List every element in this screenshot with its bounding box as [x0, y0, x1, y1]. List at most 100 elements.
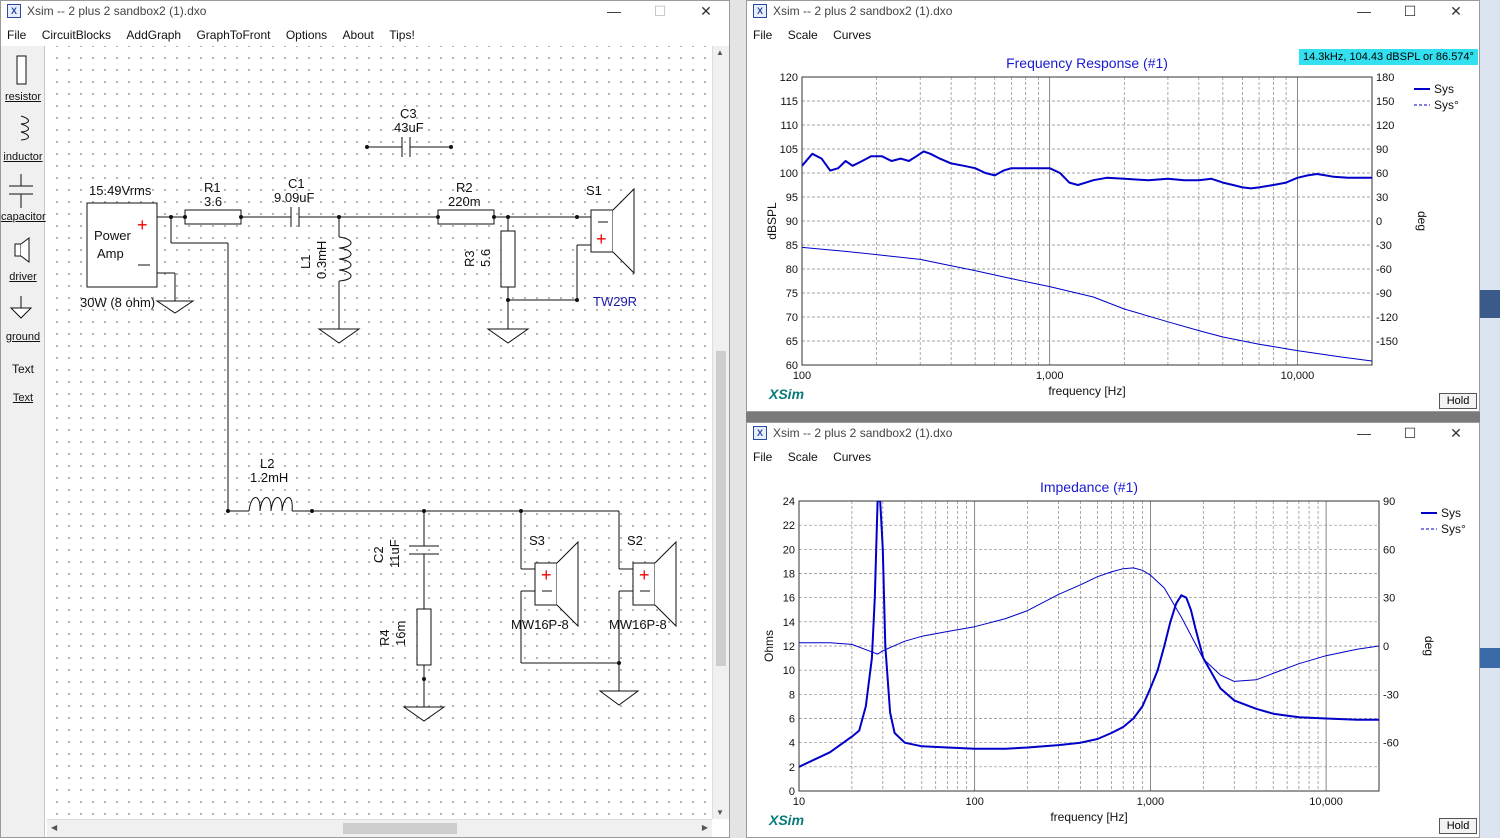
schematic-horizontal-scrollbar[interactable]: ◀ ▶ [47, 819, 712, 837]
minimize-button[interactable]: — [607, 3, 621, 19]
s3-model: MW16P-8 [511, 617, 569, 632]
amp-plus-terminal: + [137, 215, 148, 235]
tool-inductor[interactable]: inductor [1, 114, 45, 163]
tool-inductor-label: inductor [3, 151, 43, 163]
x-tick-label: 10 [793, 796, 805, 808]
close-button[interactable]: ✕ [1450, 3, 1462, 19]
c1-value: 9.09uF [274, 190, 315, 205]
maximize-button[interactable]: ☐ [653, 3, 667, 19]
y-tick-label: 20 [783, 544, 795, 556]
tool-capacitor[interactable]: capacitor [1, 174, 46, 223]
y2-tick-label: 150 [1376, 96, 1394, 108]
menu-graphtofront[interactable]: GraphToFront [196, 28, 271, 42]
s2-name: S2 [627, 533, 643, 548]
y-tick-label: 12 [783, 641, 795, 653]
amp-label-2: Amp [97, 246, 124, 261]
menu-circuitblocks[interactable]: CircuitBlocks [41, 28, 112, 42]
schematic-window-title: Xsim -- 2 plus 2 sandbox2 (1).dxo [27, 4, 207, 18]
r3-name: R3 [462, 250, 477, 267]
c3-value: 43uF [394, 120, 424, 135]
ground-symbol [402, 706, 446, 722]
resistor-r4[interactable] [416, 608, 432, 666]
y-tick-label: 95 [786, 192, 798, 204]
menu-file[interactable]: File [7, 28, 27, 42]
menu-file[interactable]: File [753, 28, 773, 42]
r3-value: 5.6 [478, 249, 493, 267]
menu-addgraph[interactable]: AddGraph [126, 28, 182, 42]
scroll-right-icon[interactable]: ▶ [701, 823, 708, 832]
s1-model: TW29R [593, 294, 637, 309]
resistor-r3[interactable] [500, 230, 516, 288]
l1-name: L1 [298, 255, 313, 269]
horizontal-scroll-thumb[interactable] [343, 823, 457, 834]
l2-name: L2 [260, 456, 274, 471]
power-amp-block[interactable] [86, 202, 158, 288]
tool-resistor[interactable]: resistor [1, 54, 45, 103]
menu-file[interactable]: File [753, 450, 773, 464]
l2-value: 1.2mH [250, 470, 288, 485]
x-axis-label: frequency [Hz] [1050, 810, 1127, 824]
y-tick-label: 6 [789, 714, 795, 726]
y-tick-label: 0 [789, 786, 795, 798]
tool-ground[interactable]: ground [1, 294, 45, 343]
y-tick-label: 4 [789, 738, 795, 750]
scroll-left-icon[interactable]: ◀ [51, 823, 58, 832]
x-tick-label: 1,000 [1137, 796, 1165, 808]
series-line-sys [799, 501, 1379, 768]
y-tick-label: 22 [783, 520, 795, 532]
minimize-button[interactable]: — [1357, 3, 1371, 19]
imp-window-title: Xsim -- 2 plus 2 sandbox2 (1).dxo [773, 426, 953, 440]
y2-tick-label: 120 [1376, 120, 1394, 132]
ground-symbol [317, 328, 361, 344]
frequency-response-window: X Xsim -- 2 plus 2 sandbox2 (1).dxo — ☐ … [746, 0, 1480, 412]
y-tick-label: 120 [780, 72, 798, 84]
series-line-sys-phase [799, 567, 1379, 682]
close-button[interactable]: ✕ [1450, 425, 1462, 441]
freq-window-title: Xsim -- 2 plus 2 sandbox2 (1).dxo [773, 4, 953, 18]
hold-button[interactable]: Hold [1439, 393, 1477, 409]
y-axis-label: Ohms [762, 630, 776, 662]
tool-capacitor-label: capacitor [1, 211, 46, 223]
y2-tick-label: -30 [1376, 240, 1392, 252]
maximize-button[interactable]: ☐ [1403, 425, 1417, 441]
vertical-scroll-thumb[interactable] [716, 351, 726, 666]
series-line-sys [802, 150, 1372, 190]
schematic-canvas[interactable]: Power Amp + 15.49Vrms 30W (8 ohm) R1 3.6 [47, 46, 711, 819]
menu-curves[interactable]: Curves [833, 450, 872, 464]
menu-scale[interactable]: Scale [787, 450, 818, 464]
y-tick-label: 75 [786, 288, 798, 300]
frequency-response-chart[interactable]: 6065707580859095100105110115120-150-120-… [747, 46, 1480, 412]
amp-label-1: Power [94, 228, 132, 243]
resistor-r2[interactable] [437, 209, 495, 225]
y2-axis-label: deg [1422, 636, 1436, 656]
menu-about[interactable]: About [342, 28, 374, 42]
scroll-down-icon[interactable]: ▼ [716, 808, 724, 817]
r1-name: R1 [204, 180, 221, 195]
s3-name: S3 [529, 533, 545, 548]
minimize-button[interactable]: — [1357, 425, 1371, 441]
tool-text-sample[interactable]: Text [11, 362, 34, 376]
y-tick-label: 70 [786, 312, 798, 324]
x-tick-label: 10,000 [1309, 796, 1343, 808]
y2-tick-label: -60 [1376, 264, 1392, 276]
close-button[interactable]: ✕ [700, 3, 712, 19]
menu-tips[interactable]: Tips! [389, 28, 415, 42]
y-tick-label: 18 [783, 569, 795, 581]
menu-curves[interactable]: Curves [833, 28, 872, 42]
imp-menubar: File Scale Curves [747, 446, 1479, 468]
resistor-r1[interactable] [184, 209, 242, 225]
tool-text[interactable]: Text [1, 392, 45, 404]
scroll-up-icon[interactable]: ▲ [716, 48, 724, 57]
hold-button[interactable]: Hold [1439, 818, 1477, 834]
tool-driver[interactable]: driver [1, 234, 45, 283]
y-tick-label: 90 [786, 216, 798, 228]
menu-options[interactable]: Options [285, 28, 328, 42]
menu-scale[interactable]: Scale [787, 28, 818, 42]
schematic-titlebar: X Xsim -- 2 plus 2 sandbox2 (1).dxo — ☐ … [1, 1, 729, 23]
maximize-button[interactable]: ☐ [1403, 3, 1417, 19]
y-tick-label: 115 [780, 96, 798, 108]
schematic-vertical-scrollbar[interactable]: ▲ ▼ [712, 46, 729, 819]
ground-symbol [486, 328, 530, 344]
